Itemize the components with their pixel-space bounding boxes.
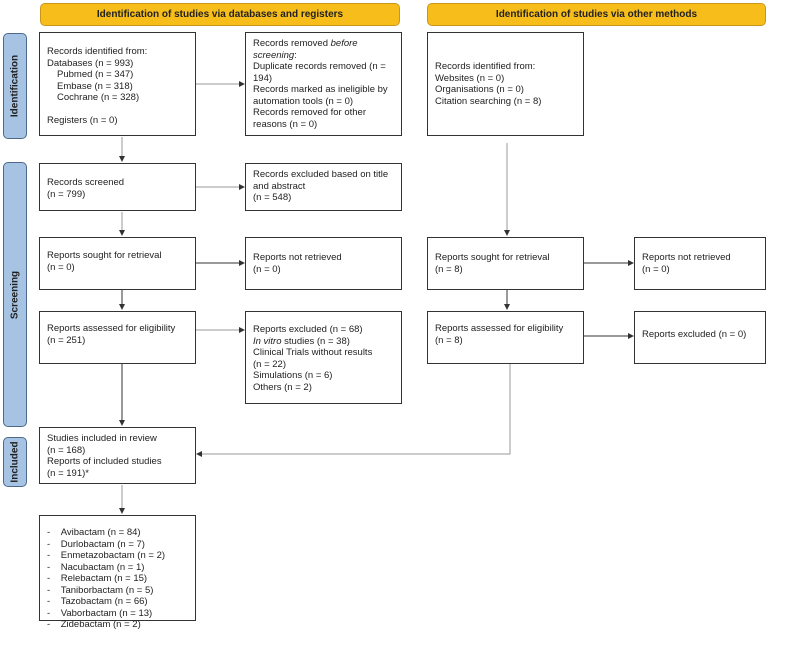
text: Records identified from: bbox=[47, 46, 148, 57]
text: Databases (n = 993) bbox=[47, 57, 134, 69]
text: Records removed bbox=[253, 38, 331, 49]
drug-label: Relebactam (n = 15) bbox=[60, 573, 148, 584]
phase-label: Identification bbox=[9, 54, 21, 118]
reports-assessed-box: Reports assessed for eligibility(n = 251… bbox=[39, 311, 196, 364]
text: automation tools (n = 0) bbox=[253, 95, 354, 107]
text: (n = 548) bbox=[253, 192, 292, 203]
drug-list-item: - Avibactam (n = 84) bbox=[47, 527, 141, 538]
other-records-identified-box: Records identified from: Websites (n = 0… bbox=[427, 32, 584, 136]
phase-label: Included bbox=[9, 441, 21, 483]
phase-screening: Screening bbox=[3, 162, 27, 427]
drug-label: Enmetazobactam (n = 2) bbox=[60, 550, 166, 561]
text: Reports sought for retrieval bbox=[435, 252, 550, 263]
text: Clinical Trials without results bbox=[253, 347, 373, 358]
drug-list-item: - Enmetazobactam (n = 2) bbox=[47, 550, 166, 561]
text: (n = 0) bbox=[253, 263, 281, 275]
text: (n = 8) bbox=[435, 334, 463, 346]
text: Studies included in review bbox=[47, 433, 157, 444]
text: Duplicate records removed (n = bbox=[253, 61, 386, 72]
text: (n = 0) bbox=[47, 261, 75, 273]
text: Registers (n = 0) bbox=[47, 114, 118, 126]
text: Reports of included studies bbox=[47, 456, 162, 467]
text: Records marked as ineligible by bbox=[253, 84, 388, 95]
drug-list-item: - Taniborbactam (n = 5) bbox=[47, 584, 154, 596]
drug-list-item: - Nacubactam (n = 1) bbox=[47, 561, 145, 573]
text: Organisations (n = 0) bbox=[435, 84, 524, 95]
studies-included-box: Studies included in review(n = 168) Repo… bbox=[39, 427, 196, 484]
reports-excluded-box: Reports excluded (n = 68) In vitro studi… bbox=[245, 311, 402, 404]
text: Reports not retrieved bbox=[642, 252, 731, 263]
text: In vitro bbox=[253, 335, 282, 347]
text: (n = 191)* bbox=[47, 467, 89, 479]
header-databases: Identification of studies via databases … bbox=[40, 3, 400, 26]
drug-label: Vaborbactam (n = 13) bbox=[60, 607, 153, 619]
drug-label: Zidebactam (n = 2) bbox=[60, 619, 141, 630]
text: and abstract bbox=[253, 180, 306, 192]
text: Records excluded based on title bbox=[253, 169, 389, 180]
text: Websites (n = 0) bbox=[435, 72, 505, 84]
reports-not-retrieved-box: Reports not retrieved(n = 0) bbox=[245, 237, 402, 290]
header-other-methods: Identification of studies via other meth… bbox=[427, 3, 766, 26]
drug-label: Nacubactam (n = 1) bbox=[60, 561, 145, 573]
text: Records removed for other bbox=[253, 107, 366, 118]
text: (n = 799) bbox=[47, 188, 86, 200]
drug-list-item: - Zidebactam (n = 2) bbox=[47, 619, 141, 630]
drug-list-item: - Durlobactam (n = 7) bbox=[47, 538, 145, 550]
text: Records identified from: bbox=[435, 61, 536, 72]
text: before bbox=[330, 38, 358, 49]
text: Reports not retrieved bbox=[253, 252, 342, 263]
text: (n = 168) bbox=[47, 444, 86, 456]
other-reports-assessed-box: Reports assessed for eligibility(n = 8) bbox=[427, 311, 584, 364]
records-removed-box: Records removed before screening: Duplic… bbox=[245, 32, 402, 136]
records-identified-box: Records identified from: Databases (n = … bbox=[39, 32, 196, 136]
records-screened-box: Records screened(n = 799) bbox=[39, 163, 196, 211]
drug-list-item: - Vaborbactam (n = 13) bbox=[47, 607, 153, 619]
text: Embase (n = 318) bbox=[57, 80, 133, 92]
text: screening bbox=[253, 49, 295, 61]
text: (n = 8) bbox=[435, 263, 463, 275]
text: Records screened bbox=[47, 177, 125, 188]
text: (n = 251) bbox=[47, 334, 86, 346]
other-reports-not-retrieved-box: Reports not retrieved(n = 0) bbox=[634, 237, 766, 290]
other-reports-excluded-box: Reports excluded (n = 0) bbox=[634, 311, 766, 364]
text: studies (n = 38) bbox=[281, 335, 350, 347]
text: Simulations (n = 6) bbox=[253, 370, 333, 381]
drug-list-item: - Relebactam (n = 15) bbox=[47, 573, 148, 584]
text: Others (n = 2) bbox=[253, 381, 312, 393]
drug-label: Taniborbactam (n = 5) bbox=[60, 584, 154, 596]
text: 194) bbox=[253, 72, 273, 84]
phase-included: Included bbox=[3, 437, 27, 487]
drug-label: Durlobactam (n = 7) bbox=[60, 538, 145, 550]
text: Pubmed (n = 347) bbox=[57, 69, 134, 80]
text: Cochrane (n = 328) bbox=[57, 92, 140, 103]
text: Reports assessed for eligibility bbox=[435, 323, 564, 334]
text: (n = 0) bbox=[642, 263, 670, 275]
reports-sought-box: Reports sought for retrieval(n = 0) bbox=[39, 237, 196, 290]
included-drugs-box: - Avibactam (n = 84)- Durlobactam (n = 7… bbox=[39, 515, 196, 630]
phase-label: Screening bbox=[9, 270, 21, 319]
text: Reports excluded (n = 0) bbox=[642, 329, 747, 340]
text: Reports assessed for eligibility bbox=[47, 323, 176, 334]
drug-list-item: - Tazobactam (n = 66) bbox=[47, 596, 148, 607]
drug-label: Tazobactam (n = 66) bbox=[60, 596, 148, 607]
text: Reports sought for retrieval bbox=[47, 250, 162, 261]
text: reasons (n = 0) bbox=[253, 118, 318, 130]
drug-label: Avibactam (n = 84) bbox=[60, 527, 141, 538]
text: (n = 22) bbox=[253, 358, 287, 370]
text: Citation searching (n = 8) bbox=[435, 95, 542, 107]
phase-identification: Identification bbox=[3, 33, 27, 139]
text: Reports excluded (n = 68) bbox=[253, 324, 363, 335]
other-reports-sought-box: Reports sought for retrieval(n = 8) bbox=[427, 237, 584, 290]
